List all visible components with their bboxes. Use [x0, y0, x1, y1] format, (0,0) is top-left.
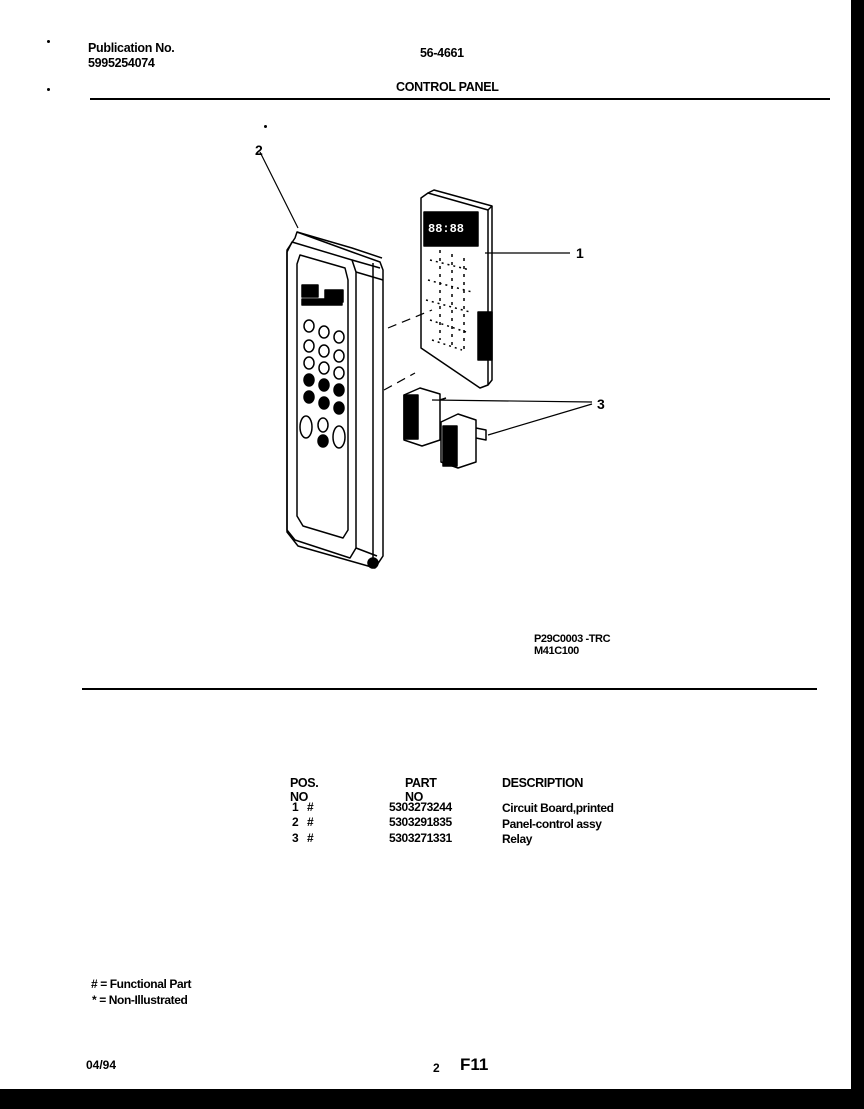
- leader-lines: [259, 151, 593, 436]
- row-3-description: Relay: [502, 832, 533, 846]
- footer-date: 04/94: [86, 1058, 117, 1072]
- callout-1: 1: [576, 245, 584, 261]
- row-2-flag: #: [307, 815, 314, 829]
- margin-mark: [47, 88, 50, 91]
- publication-label: Publication No.: [88, 41, 175, 55]
- model-number: 56-4661: [420, 46, 464, 60]
- legend-non-illustrated: * = Non-Illustrated: [92, 993, 188, 1007]
- publication-number: 5995254074: [88, 56, 155, 70]
- circuit-board-illustration: [420, 189, 493, 389]
- parts-sheet: Publication No. 5995254074 56-4661 CONTR…: [0, 0, 851, 1089]
- column-header-pos: POS. NO: [290, 776, 319, 804]
- row-1-pos: 1: [292, 800, 299, 814]
- header-rule: [90, 98, 830, 100]
- row-3-part-no: 5303271331: [389, 831, 452, 845]
- row-1-part-no: 5303273244: [389, 800, 452, 814]
- drawing-code-2: M41C100: [534, 645, 579, 657]
- column-header-part-no: PART NO: [405, 776, 437, 804]
- footer-page-number: 2: [433, 1061, 440, 1075]
- pcb-display-digits: 88:88: [428, 222, 464, 236]
- callout-2: 2: [255, 142, 263, 158]
- row-3-flag: #: [307, 831, 314, 845]
- margin-mark: [47, 40, 50, 43]
- column-header-description: DESCRIPTION: [502, 776, 584, 790]
- row-2-part-no: 5303291835: [389, 815, 452, 829]
- exploded-view-diagram: 2 1 3 88:88: [255, 142, 605, 569]
- margin-mark: [264, 125, 267, 128]
- section-title: CONTROL PANEL: [396, 80, 499, 94]
- footer-figure-code: F11: [460, 1055, 489, 1074]
- legend-functional: # = Functional Part: [91, 977, 192, 991]
- drawing-code-1: P29C0003 -TRC: [534, 633, 611, 645]
- row-2-pos: 2: [292, 815, 299, 829]
- row-3-pos: 3: [292, 831, 299, 845]
- row-2-description: Panel-control assy: [502, 817, 602, 831]
- relay-illustration: [403, 387, 487, 469]
- row-1-description: Circuit Board,printed: [502, 801, 614, 815]
- row-1-flag: #: [307, 800, 314, 814]
- section-rule: [82, 688, 817, 690]
- callout-3: 3: [597, 396, 605, 412]
- control-panel-illustration: [286, 231, 384, 569]
